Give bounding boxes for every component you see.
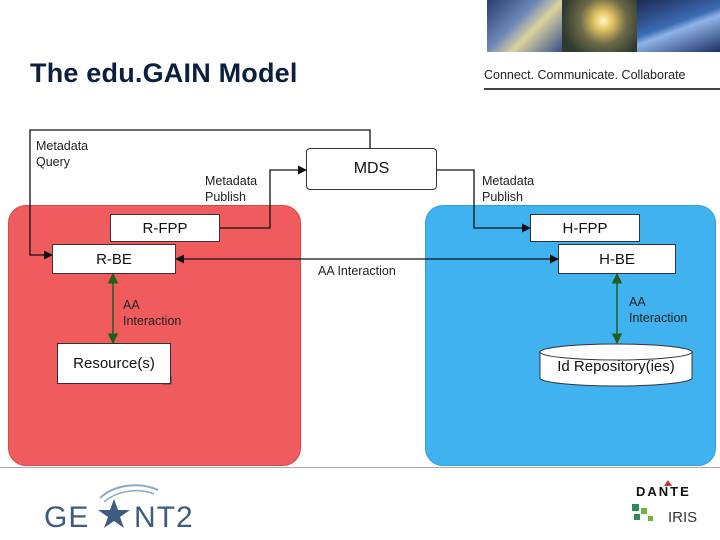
h-be-node: H-BE bbox=[558, 244, 676, 274]
resources-node: Resource(s) bbox=[57, 343, 171, 384]
svg-text:NT2: NT2 bbox=[134, 501, 194, 530]
svg-text:IRIS: IRIS bbox=[668, 509, 697, 526]
id-repository-label: Id Repository(ies) bbox=[557, 358, 675, 375]
svg-text:GE: GE bbox=[44, 501, 89, 530]
metadata-query-label: Metadata Query bbox=[36, 139, 89, 169]
metadata-publish-right-line bbox=[437, 169, 531, 233]
h-fpp-node: H-FPP bbox=[530, 214, 640, 242]
page-title: The edu.GAIN Model bbox=[30, 58, 298, 88]
header-divider bbox=[484, 88, 720, 90]
r-fpp-node: R-FPP bbox=[110, 214, 220, 242]
svg-text:DANTE: DANTE bbox=[636, 484, 691, 499]
photo-network bbox=[637, 0, 720, 52]
photo-light bbox=[562, 0, 637, 52]
header-photo-strip bbox=[487, 0, 720, 52]
metadata-publish-right-label: Metadata Publish bbox=[482, 174, 535, 204]
geant2-logo: GE NT2 bbox=[40, 480, 210, 535]
r-be-node: R-BE bbox=[52, 244, 176, 274]
tagline: Connect. Communicate. Collaborate bbox=[484, 68, 686, 82]
mds-node: MDS bbox=[306, 148, 437, 190]
aa-interaction-left-label: AA Interaction bbox=[123, 298, 182, 328]
photo-flags bbox=[487, 0, 562, 52]
metadata-publish-left-line bbox=[220, 165, 307, 229]
aa-interaction-right-label: AA Interaction bbox=[629, 295, 688, 325]
footer-divider bbox=[0, 467, 720, 468]
metadata-publish-left-label: Metadata Publish bbox=[205, 174, 258, 204]
aa-interaction-center-label: AA Interaction bbox=[318, 264, 396, 278]
dante-logo: DANTE IRIS bbox=[626, 478, 710, 533]
id-repository-cylinder bbox=[539, 343, 693, 387]
metadata-query-line bbox=[29, 129, 371, 260]
